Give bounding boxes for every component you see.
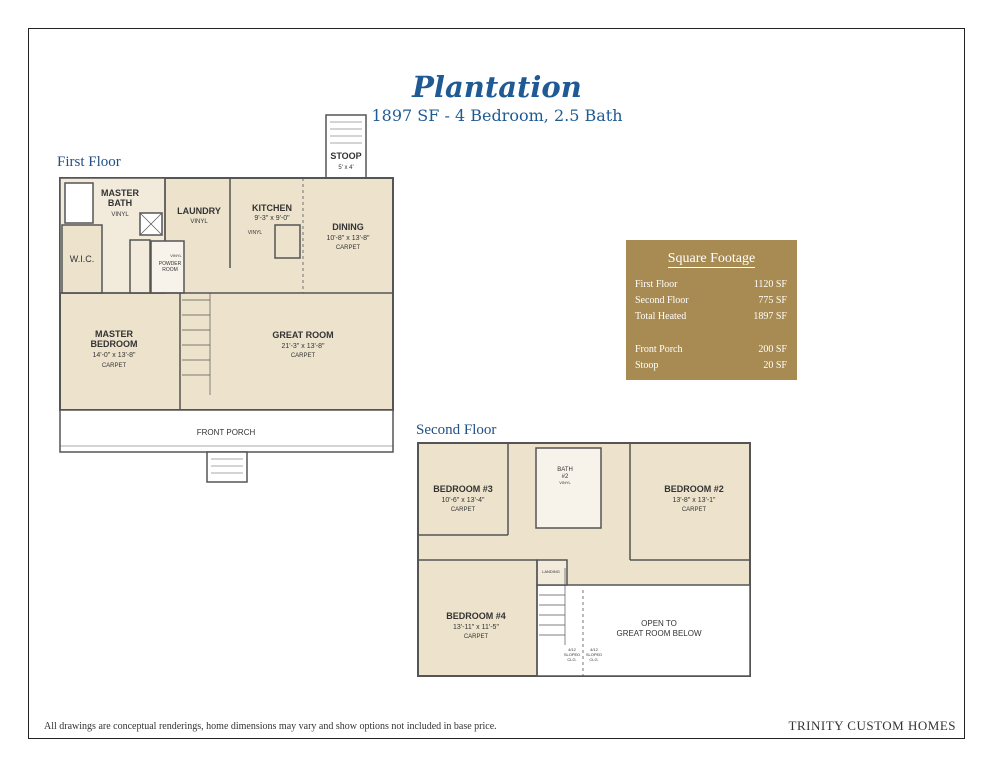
disclaimer: All drawings are conceptual renderings, … bbox=[44, 721, 497, 732]
bedroom-4-label: BEDROOM #4 bbox=[446, 611, 506, 621]
bedroom-2-label: BEDROOM #2 bbox=[664, 484, 724, 494]
bedroom-3-dim: 10'-6" x 13'-4" bbox=[441, 497, 485, 504]
dining-label: DINING bbox=[332, 222, 364, 232]
laundry-label: LAUNDRY bbox=[177, 206, 221, 216]
bedroom-3-floor: CARPET bbox=[451, 507, 476, 513]
sf-value: 200 SF bbox=[758, 344, 787, 355]
slope-label: 4/12 bbox=[568, 647, 577, 652]
slope-label-b: 4/12 bbox=[590, 647, 599, 652]
bedroom-4-dim: 13'-11" x 11'-5" bbox=[453, 624, 499, 631]
great-room-label: GREAT ROOM bbox=[272, 330, 333, 340]
open-to-label: OPEN TO bbox=[641, 619, 677, 628]
bedroom-2-floor: CARPET bbox=[682, 507, 707, 513]
great-room-dim: 21'-3" x 13'-8" bbox=[281, 343, 325, 350]
sf-label: Second Floor bbox=[635, 295, 689, 306]
plan-title: Plantation bbox=[412, 70, 582, 104]
kitchen-dim: 9'-3" x 9'-0" bbox=[254, 215, 290, 222]
kitchen-floor: VINYL bbox=[248, 230, 263, 236]
bath-2-label-2: #2 bbox=[562, 474, 569, 480]
sf-row: Total Heated 1897 SF bbox=[635, 311, 787, 322]
great-room-floor: CARPET bbox=[291, 353, 316, 359]
landing-label: LANDING bbox=[542, 569, 560, 574]
brand-name: TRINITY CUSTOM HOMES bbox=[788, 718, 956, 733]
bedroom-2-dim: 13'-8" x 13'-1" bbox=[672, 497, 716, 504]
powder-room-label-2: ROOM bbox=[162, 267, 178, 273]
kitchen-label: KITCHEN bbox=[252, 203, 292, 213]
sf-row: Stoop 20 SF bbox=[635, 360, 787, 371]
page-border bbox=[28, 28, 965, 739]
stoop-label: STOOP bbox=[330, 151, 361, 161]
master-bedroom-label: MASTER bbox=[95, 329, 134, 339]
laundry-floor: VINYL bbox=[190, 219, 208, 225]
sf-label: Total Heated bbox=[635, 311, 687, 322]
second-floor-plan bbox=[417, 442, 751, 677]
plan-subtitle: 1897 SF - 4 Bedroom, 2.5 Bath bbox=[371, 106, 623, 125]
sf-value: 1897 SF bbox=[753, 311, 787, 322]
sf-row: First Floor 1120 SF bbox=[635, 279, 787, 290]
sf-label: First Floor bbox=[635, 279, 678, 290]
slope-label-b2: SLOPED bbox=[586, 652, 602, 657]
front-porch-label: FRONT PORCH bbox=[197, 428, 256, 437]
powder-room-label: POWDER bbox=[159, 261, 182, 267]
first-floor-plan bbox=[59, 114, 394, 483]
stoop-dim: 5' x 4' bbox=[338, 165, 353, 171]
second-floor-label: Second Floor bbox=[416, 422, 497, 438]
sf-value: 20 SF bbox=[763, 360, 787, 371]
sf-label: Front Porch bbox=[635, 344, 683, 355]
bath-2-label: BATH bbox=[557, 467, 573, 473]
bedroom-3-label: BEDROOM #3 bbox=[433, 484, 493, 494]
wic-label: W.I.C. bbox=[70, 254, 95, 264]
master-bedroom-floor: CARPET bbox=[102, 363, 127, 369]
sf-label: Stoop bbox=[635, 360, 659, 371]
sf-row: Front Porch 200 SF bbox=[635, 344, 787, 355]
square-footage-panel: Square Footage First Floor 1120 SF Second… bbox=[626, 240, 797, 380]
dining-floor: CARPET bbox=[336, 245, 361, 251]
master-bath-floor: VINYL bbox=[111, 212, 129, 218]
slope-label-2: SLOPED bbox=[564, 652, 580, 657]
master-bedroom-label-2: BEDROOM bbox=[91, 339, 138, 349]
bedroom-4-floor: CARPET bbox=[464, 634, 489, 640]
square-footage-heading: Square Footage bbox=[667, 251, 756, 268]
first-floor-label: First Floor bbox=[57, 154, 121, 170]
sf-row: Second Floor 775 SF bbox=[635, 295, 787, 306]
dining-dim: 10'-8" x 13'-8" bbox=[326, 235, 370, 242]
great-room-below-label: GREAT ROOM BELOW bbox=[616, 629, 701, 638]
master-bedroom-dim: 14'-0" x 13'-8" bbox=[92, 352, 136, 359]
master-bath-label-2: BATH bbox=[108, 198, 132, 208]
powder-room-floor: VINYL bbox=[170, 253, 182, 258]
bath-2-floor: VINYL bbox=[559, 480, 571, 485]
sf-value: 1120 SF bbox=[753, 279, 787, 290]
sf-value: 775 SF bbox=[758, 295, 787, 306]
master-bath-label: MASTER bbox=[101, 188, 140, 198]
slope-label-b3: CLG. bbox=[589, 657, 598, 662]
slope-label-3: CLG. bbox=[567, 657, 576, 662]
